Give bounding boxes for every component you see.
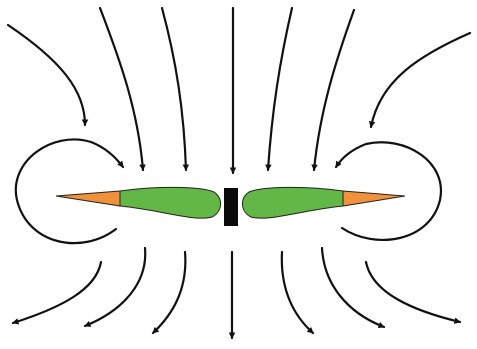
right-blade [242,187,405,218]
inflow-arrow-6 [314,10,354,170]
left-blade [56,187,221,218]
inflow-arrow-5 [268,8,292,170]
rotor [56,187,405,226]
left-blade-tip [56,191,120,206]
inflow-arrow-2 [100,8,143,170]
right-blade-tip [343,191,405,206]
outflow-arrow-1 [13,262,101,323]
outflow-arrow-3 [153,252,185,333]
outflow-arrows [13,248,460,338]
inflow-arrow-3 [162,8,186,170]
outflow-arrow-2 [85,248,145,326]
inflow-arrow-1 [8,25,85,125]
inflow-arrow-7 [371,33,470,127]
inflow-arrows [8,8,470,173]
left-blade-body [120,187,221,218]
left-tip-vortex [16,139,123,243]
right-blade-body [242,187,343,218]
outflow-arrow-7 [366,262,460,322]
outflow-arrow-5 [282,252,313,333]
outflow-arrow-6 [322,248,384,327]
right-tip-vortex [336,142,441,240]
rotor-hub [224,188,238,226]
